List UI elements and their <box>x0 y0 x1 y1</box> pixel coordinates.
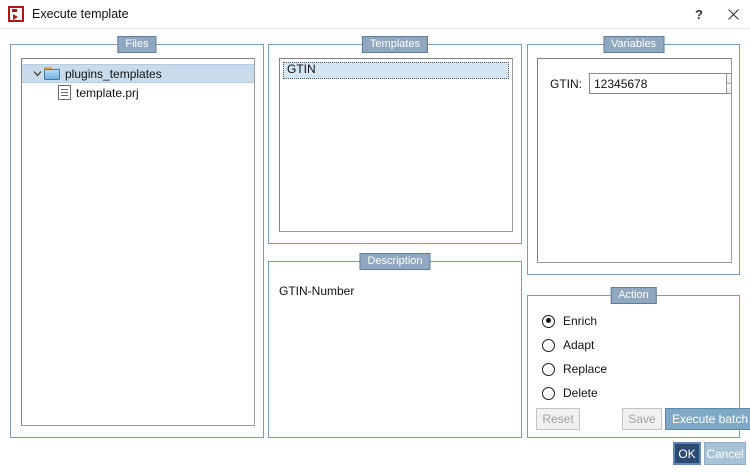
window-controls: ? <box>682 0 750 28</box>
variables-panel: GTIN: <box>537 58 732 263</box>
radio-label: Adapt <box>563 338 595 352</box>
close-icon[interactable] <box>716 0 750 28</box>
radio-icon[interactable] <box>542 338 555 352</box>
variables-legend: Variables <box>602 36 665 53</box>
radio-icon[interactable] <box>542 362 555 376</box>
radio-icon-selected[interactable] <box>542 314 555 328</box>
title-bar: Execute template ? <box>0 0 750 29</box>
radio-adapt[interactable]: Adapt <box>542 337 594 353</box>
variable-row-gtin: GTIN: <box>550 73 731 94</box>
variable-label: GTIN: <box>550 76 582 91</box>
tree-item-template-prj[interactable]: template.prj <box>22 83 254 102</box>
radio-replace[interactable]: Replace <box>542 361 607 377</box>
gtin-input[interactable] <box>590 74 726 93</box>
templates-list[interactable]: GTIN <box>279 58 513 232</box>
chevron-down-icon[interactable] <box>30 69 44 78</box>
cancel-button[interactable]: Cancel <box>704 442 746 465</box>
help-icon[interactable]: ? <box>695 6 703 22</box>
templates-group: Templates GTIN <box>268 36 522 244</box>
action-group: Action Enrich Adapt Replace Delete Reset… <box>527 287 750 438</box>
radio-label: Delete <box>563 386 598 400</box>
save-button[interactable]: Save <box>622 408 662 430</box>
tree-item-label: plugins_templates <box>65 66 162 81</box>
gtin-spinner[interactable] <box>589 73 731 94</box>
files-legend: Files <box>117 36 157 53</box>
radio-icon[interactable] <box>542 386 555 400</box>
variables-group: Variables GTIN: <box>527 36 740 275</box>
description-group: Description GTIN-Number <box>268 253 522 438</box>
tree-item-plugins-templates[interactable]: plugins_templates <box>22 64 254 83</box>
spinner-up-icon[interactable] <box>727 74 731 83</box>
radio-label: Enrich <box>563 314 598 328</box>
files-tree[interactable]: plugins_templates template.prj <box>21 58 255 426</box>
files-group: Files plugins_templates template.prj <box>10 36 264 438</box>
spinner-down-icon[interactable] <box>727 83 731 93</box>
execute-template-icon <box>8 6 24 22</box>
spinner-buttons[interactable] <box>726 74 731 93</box>
execute-batch-button[interactable]: Execute batch <box>665 408 750 430</box>
ok-button[interactable]: OK <box>673 442 701 465</box>
reset-button[interactable]: Reset <box>536 408 580 430</box>
description-legend: Description <box>359 253 431 270</box>
description-text: GTIN-Number <box>279 284 355 298</box>
window-title: Execute template <box>32 7 129 21</box>
radio-enrich[interactable]: Enrich <box>542 313 597 329</box>
document-icon <box>58 85 71 100</box>
tree-item-label: template.prj <box>76 85 139 100</box>
radio-delete[interactable]: Delete <box>542 385 598 401</box>
folder-icon <box>44 67 60 80</box>
templates-legend: Templates <box>361 36 429 53</box>
list-item[interactable]: GTIN <box>283 62 509 79</box>
radio-label: Replace <box>563 362 608 376</box>
action-legend: Action <box>610 287 657 304</box>
